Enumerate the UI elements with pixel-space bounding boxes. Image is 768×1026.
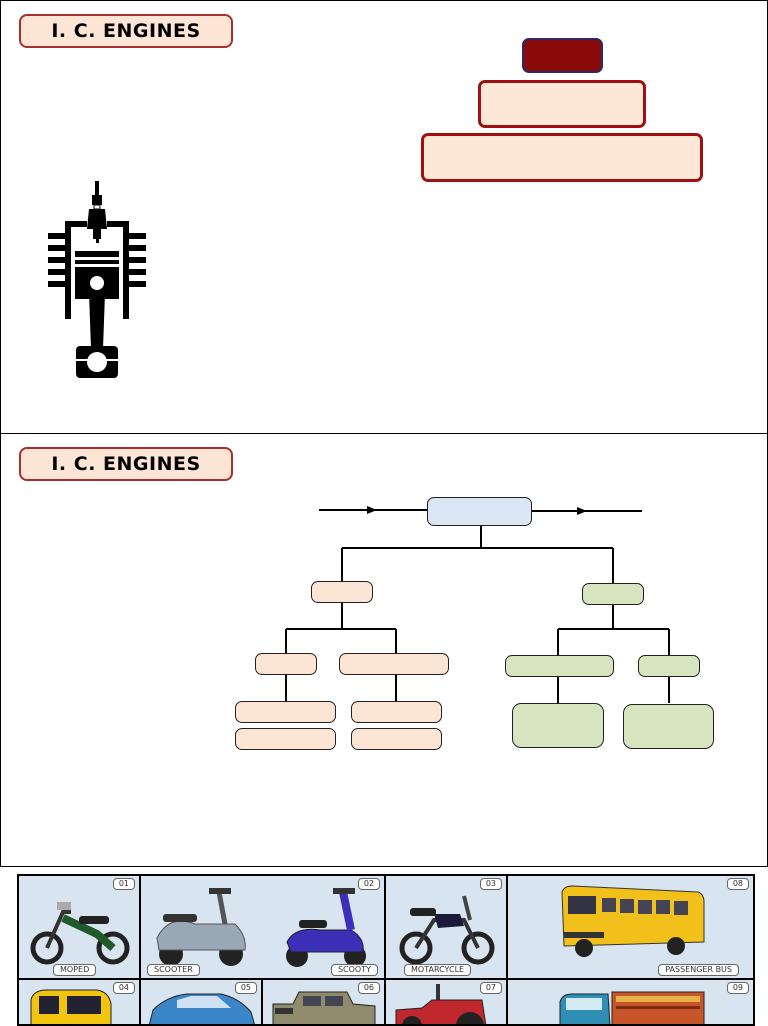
tree-connector-lines: [285, 506, 670, 703]
right-branch-node: [582, 583, 644, 605]
right-leaf-node-1: [512, 703, 604, 748]
tile-label: SCOOTY: [330, 964, 378, 976]
left-branch-node: [311, 581, 373, 603]
tile-number: 06: [357, 982, 380, 994]
piston-spark-plug-icon: [48, 181, 146, 378]
vehicle-tile-bus: 08 PASSENGER BUS: [507, 875, 754, 979]
jeep-icon: [272, 991, 376, 1024]
vehicle-tile-motorcycle: 03 MOTARCYCLE: [385, 875, 507, 979]
vehicle-tile-scooters: 02 SCOOTER SCOOTY: [140, 875, 385, 979]
tile-number: 04: [112, 982, 135, 994]
pyramid-bottom-block: [421, 133, 703, 182]
tile-number: 05: [234, 982, 257, 994]
left-sub-node-1: [255, 653, 317, 675]
vehicle-tile-jeep: 06: [262, 979, 385, 1025]
moped-icon: [30, 902, 130, 965]
tile-label: SCOOTER: [147, 964, 200, 976]
right-leaf-node-2: [623, 704, 714, 749]
tile-number: 01: [112, 878, 135, 890]
arrow-right-icon: [367, 506, 377, 514]
left-sub-node-2: [339, 653, 449, 675]
scooty-icon: [286, 888, 366, 967]
tile-number: 08: [726, 878, 749, 890]
tile-number: 07: [479, 982, 502, 994]
vehicle-tile-auto-rickshaw: 04: [18, 979, 140, 1025]
bus-icon: [561, 885, 705, 957]
pyramid-top-block: [522, 38, 603, 73]
car-icon: [148, 993, 255, 1024]
tile-label: PASSENGER BUS: [658, 964, 739, 976]
vehicle-tile-moped: 01 MOPED: [18, 875, 140, 979]
vehicle-tile-truck: 09: [507, 979, 754, 1025]
slide-2: I. C. ENGINES: [0, 433, 768, 867]
left-leaf-node-2b: [351, 728, 442, 750]
motorcycle-icon: [399, 895, 495, 965]
tractor-icon: [395, 984, 487, 1024]
vehicle-tile-car: 05: [140, 979, 262, 1025]
auto-rickshaw-icon: [30, 989, 112, 1024]
scooter-icon: [156, 888, 246, 966]
root-node: [427, 497, 532, 526]
vehicle-tile-tractor: 07: [385, 979, 507, 1025]
right-sub-node-1: [505, 655, 614, 677]
tile-number: 09: [726, 982, 749, 994]
tile-number: 03: [479, 878, 502, 890]
left-leaf-node-1b: [235, 728, 336, 750]
tile-label: MOTARCYCLE: [404, 964, 472, 976]
slide-title: I. C. ENGINES: [19, 14, 233, 48]
slide-1: I. C. ENGINES: [0, 0, 768, 434]
tile-label: MOPED: [53, 964, 97, 976]
pyramid-middle-block: [478, 80, 646, 128]
right-sub-node-2: [638, 655, 700, 677]
left-leaf-node-2a: [351, 701, 442, 723]
slide-title: I. C. ENGINES: [19, 447, 233, 481]
arrow-right-icon: [577, 507, 587, 515]
truck-icon: [559, 991, 705, 1024]
left-leaf-node-1a: [235, 701, 336, 723]
vehicle-gallery: 01 MOPED 02 SCOOTER S: [17, 874, 755, 1026]
tile-number: 02: [357, 878, 380, 890]
